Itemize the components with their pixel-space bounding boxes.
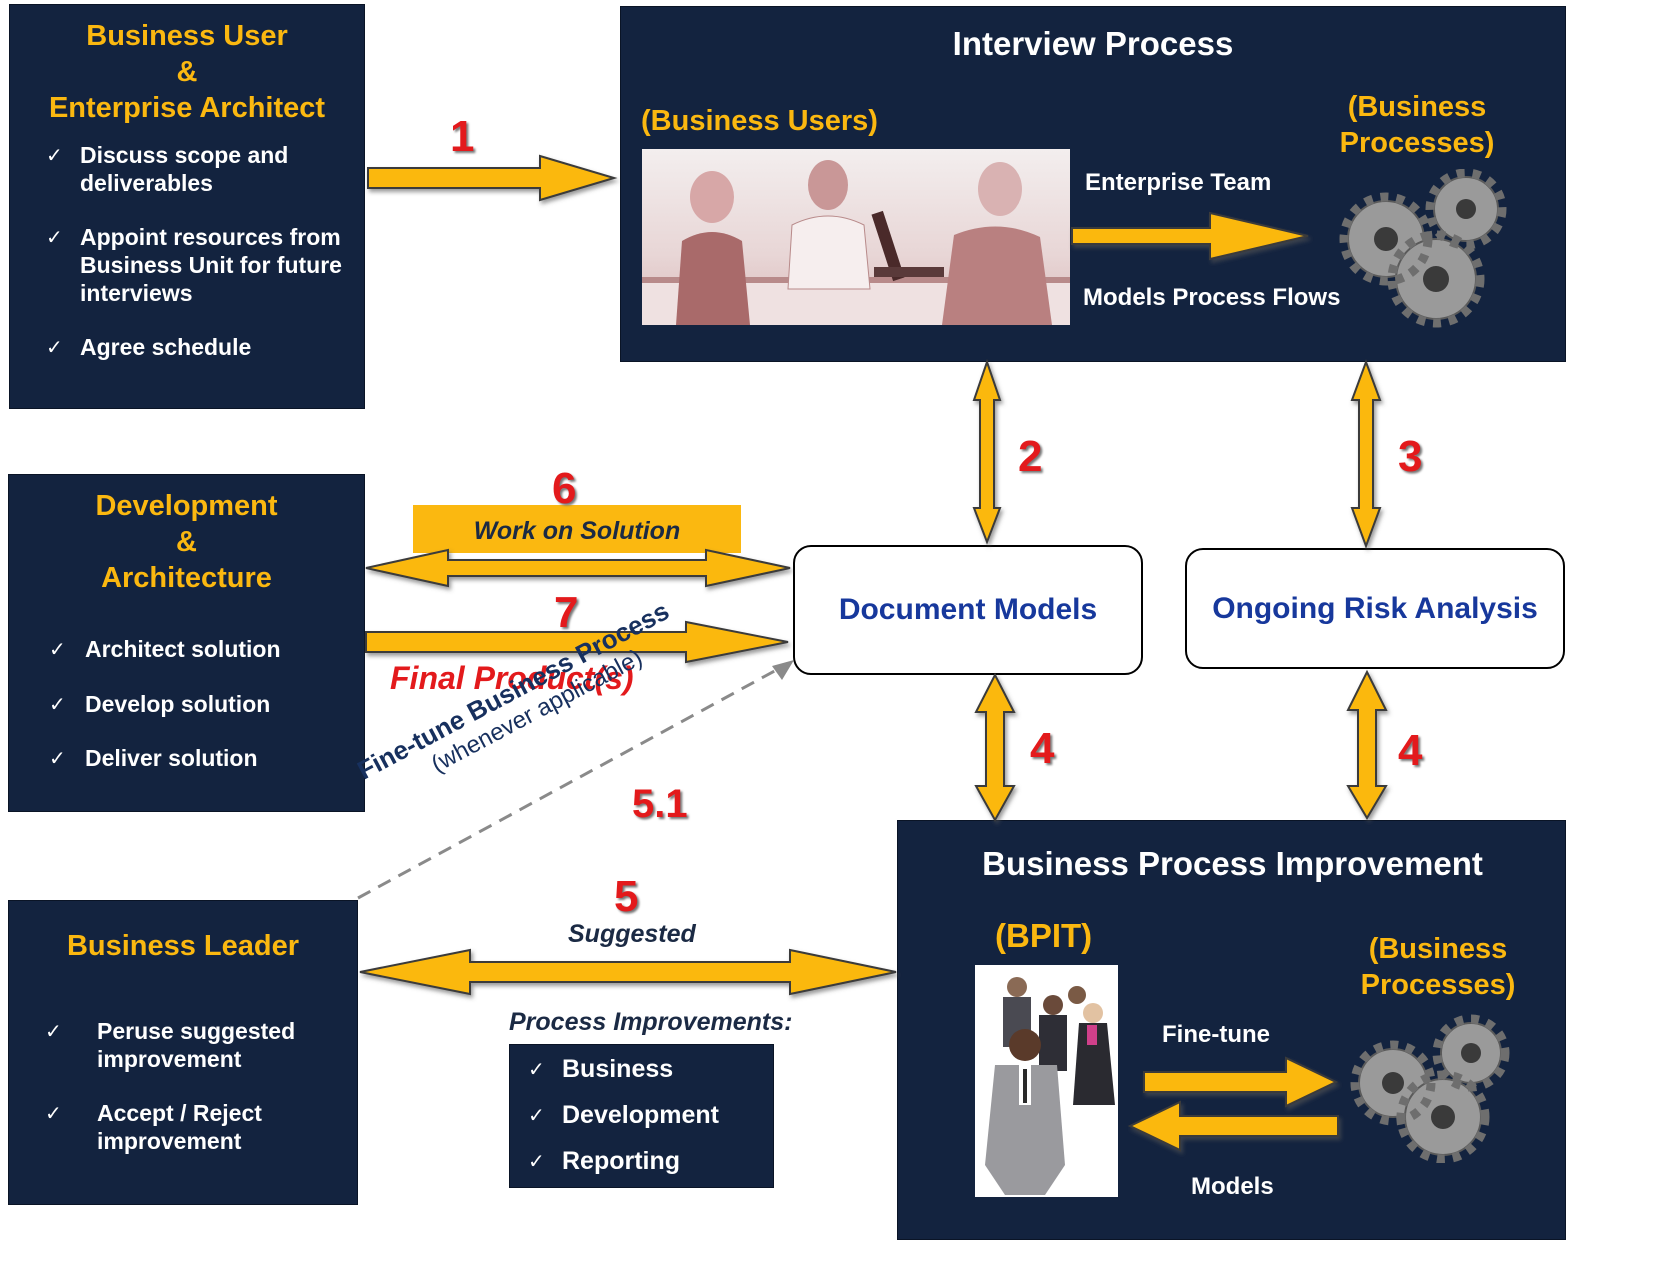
checklist-item: ✓Discuss scope and deliverables xyxy=(46,142,289,196)
meeting-people-illustration xyxy=(642,160,1070,325)
step-number-4-right: 4 xyxy=(1398,726,1423,775)
checklist-item: ✓Appoint resources from Business Unit fo… xyxy=(46,224,342,306)
step-number-5: 5 xyxy=(614,872,639,921)
development-title-line1: Development xyxy=(95,490,278,522)
bpi-panel: Business Process Improvement (BPIT) (Bus… xyxy=(897,820,1566,1240)
check-icon: ✓ xyxy=(45,1101,62,1125)
business-user-checklist: ✓Discuss scope and deliverables ✓Appoint… xyxy=(46,141,350,361)
business-user-title-amp: & xyxy=(176,56,198,88)
business-leader-panel: Business Leader ✓Peruse suggested improv… xyxy=(8,900,358,1205)
check-icon: ✓ xyxy=(49,746,66,770)
checklist-item: ✓Development xyxy=(528,1101,719,1129)
enterprise-team-label: Enterprise Team xyxy=(1085,169,1272,196)
arrow-step-3 xyxy=(1350,359,1382,549)
checklist-item: ✓Reporting xyxy=(528,1147,681,1175)
checklist-item: ✓Peruse suggested improvement xyxy=(45,1018,296,1072)
step-number-6: 6 xyxy=(552,464,577,513)
checklist-item: ✓Accept / Reject improvement xyxy=(45,1100,262,1154)
checklist-item: ✓Develop solution xyxy=(49,691,271,717)
arrow-step-5 xyxy=(359,948,897,996)
models-process-flows-label: Models Process Flows xyxy=(1083,284,1341,311)
arrow-step-2 xyxy=(972,358,1002,545)
gears-icon xyxy=(1339,169,1507,328)
check-icon: ✓ xyxy=(46,143,63,167)
arrow-models xyxy=(1127,1100,1339,1152)
check-icon: ✓ xyxy=(528,1149,545,1173)
arrow-fine-tune xyxy=(1143,1056,1339,1108)
check-icon: ✓ xyxy=(528,1103,545,1127)
document-models-label: Document Models xyxy=(838,593,1098,626)
process-improvements-label: Process Improvements: xyxy=(509,1008,793,1036)
final-products-label: Final Product(s) xyxy=(390,660,634,696)
work-on-solution-band: Work on Solution xyxy=(413,505,741,553)
gears-icon xyxy=(1350,1014,1510,1163)
arrow-step-7 xyxy=(365,620,789,664)
arrow-step-4-right xyxy=(1346,669,1388,820)
step-number-2: 2 xyxy=(1018,432,1043,481)
business-users-meeting-photo xyxy=(642,149,1070,325)
check-icon: ✓ xyxy=(45,1019,62,1043)
interview-process-panel: Interview Process (Business Users) (Busi… xyxy=(620,6,1566,362)
arrow-enterprise-team xyxy=(1071,211,1309,261)
models-label: Models xyxy=(1191,1173,1274,1200)
business-user-panel: Business User & Enterprise Architect ✓Di… xyxy=(9,4,365,409)
step-number-1: 1 xyxy=(450,112,475,161)
check-icon: ✓ xyxy=(46,225,63,249)
bpi-title: Business Process Improvement xyxy=(982,845,1483,882)
process-improvements-panel: ✓Business ✓Development ✓Reporting xyxy=(509,1044,774,1188)
arrow-step-6 xyxy=(365,548,791,588)
business-processes-label: (Business Processes) xyxy=(1339,91,1495,159)
document-models-box: Document Models xyxy=(793,545,1143,675)
step-number-4-left: 4 xyxy=(1030,724,1055,773)
bpi-business-processes-label: (Business Processes) xyxy=(1360,933,1516,1001)
arrow-step-4-left xyxy=(974,672,1016,823)
check-icon: ✓ xyxy=(46,335,63,359)
development-checklist: ✓Architect solution ✓Develop solution ✓D… xyxy=(49,635,355,772)
business-users-label: (Business Users) xyxy=(641,105,878,137)
business-user-title-line1: Business User xyxy=(86,20,288,52)
step-number-7: 7 xyxy=(554,588,579,637)
check-icon: ✓ xyxy=(528,1057,545,1081)
dashed-connector-5-1 xyxy=(357,666,781,900)
interview-process-title: Interview Process xyxy=(952,25,1234,62)
process-improvements-checklist: ✓Business ✓Development ✓Reporting xyxy=(528,1055,772,1175)
check-icon: ✓ xyxy=(49,637,66,661)
development-title-line2: Architecture xyxy=(101,562,272,594)
development-panel: Development & Architecture ✓Architect so… xyxy=(8,474,365,812)
business-leader-title: Business Leader xyxy=(66,930,300,962)
checklist-item: ✓Deliver solution xyxy=(49,745,258,771)
fine-tune-label: Fine-tune xyxy=(1162,1021,1270,1048)
checklist-item: ✓Agree schedule xyxy=(46,334,252,360)
ongoing-risk-analysis-label: Ongoing Risk Analysis xyxy=(1212,591,1538,625)
step-number-5-1: 5.1 xyxy=(632,782,688,826)
development-title-amp: & xyxy=(176,526,197,558)
step-number-3: 3 xyxy=(1398,432,1423,481)
work-on-solution-label: Work on Solution xyxy=(473,517,681,545)
ongoing-risk-analysis-box: Ongoing Risk Analysis xyxy=(1185,548,1565,669)
bpit-team-photo xyxy=(975,965,1118,1197)
business-leader-checklist: ✓Peruse suggested improvement ✓Accept / … xyxy=(45,1017,347,1155)
bpit-label: (BPIT) xyxy=(995,917,1093,954)
checklist-item: ✓Architect solution xyxy=(49,636,281,662)
suggested-label: Suggested xyxy=(568,920,696,948)
business-user-title-line2: Enterprise Architect xyxy=(48,92,326,124)
team-people-illustration xyxy=(985,977,1115,1195)
checklist-item: ✓Business xyxy=(528,1055,674,1083)
arrow-step-1 xyxy=(367,154,618,202)
check-icon: ✓ xyxy=(49,692,66,716)
